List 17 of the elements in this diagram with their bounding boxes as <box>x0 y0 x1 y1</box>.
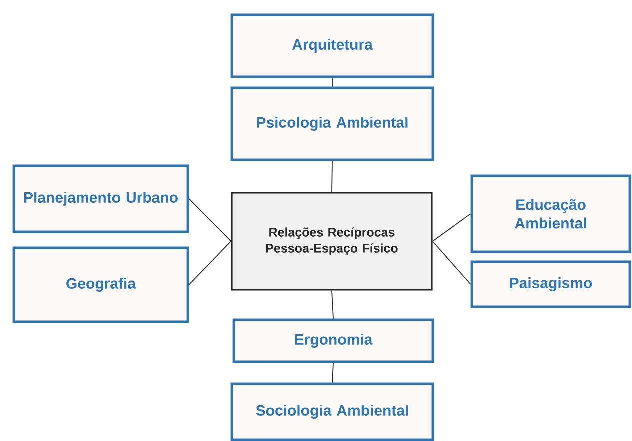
connector-line <box>332 362 334 384</box>
discipline-box: Arquitetura <box>230 14 434 78</box>
connector-line <box>432 214 472 242</box>
central-box: Relações Recíprocas Pessoa-Espaço Físico <box>231 192 433 291</box>
connector-line <box>332 290 334 320</box>
discipline-box: Educação Ambiental <box>470 174 632 254</box>
connector-line <box>188 241 232 286</box>
discipline-box: Sociologia Ambiental <box>230 382 434 441</box>
discipline-box: Planejamento Urbano <box>12 164 190 234</box>
discipline-box: Psicologia Ambiental <box>230 86 434 162</box>
connector-line <box>432 241 472 285</box>
discipline-box: Geografia <box>12 246 190 324</box>
connector-line <box>332 160 333 193</box>
discipline-box: Paisagismo <box>470 260 632 308</box>
discipline-box: Ergonomia <box>232 318 434 364</box>
connector-line <box>188 198 232 242</box>
connector-line <box>332 78 333 88</box>
